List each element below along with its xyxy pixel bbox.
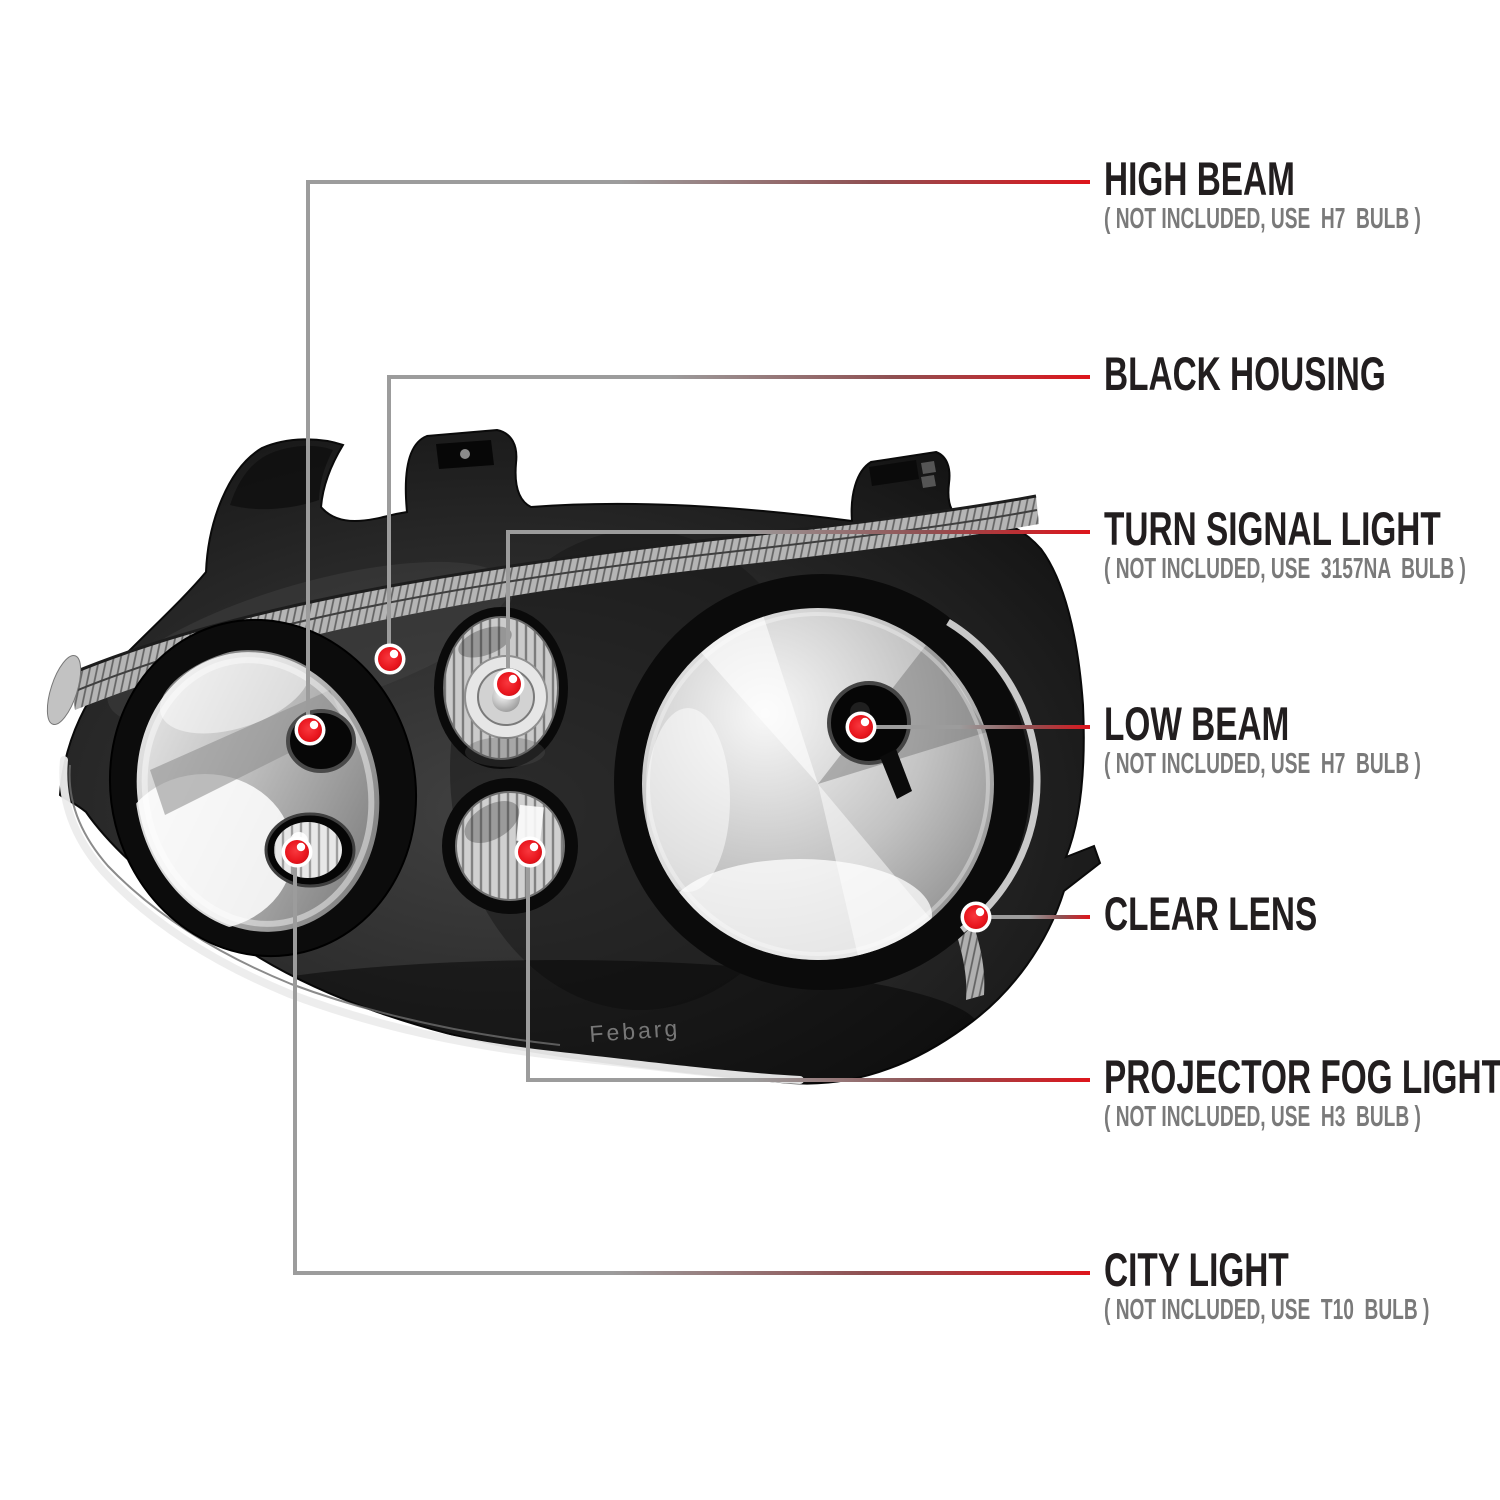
callout-label-high-beam: HIGH BEAM: [1104, 152, 1295, 205]
leader-line-fog-vertical: [526, 864, 530, 1082]
callout-label-low-beam: LOW BEAM: [1104, 697, 1290, 750]
low-beam-lens: [614, 574, 1041, 990]
callout-dot-city: [281, 836, 313, 868]
callout-note-low-beam: ( NOT INCLUDED, USE H7 BULB ): [1104, 748, 1421, 780]
mounting-bracket-left: [230, 445, 333, 510]
callout-note-city-light: ( NOT INCLUDED, USE T10 BULB ): [1104, 1294, 1430, 1326]
callout-black-housing: BLACK HOUSING: [1104, 350, 1500, 397]
leader-line-high-beam: [306, 180, 1090, 184]
leader-line-clear-lens: [988, 915, 1090, 919]
callout-projector-fog: PROJECTOR FOG LIGHT ( NOT INCLUDED, USE …: [1104, 1053, 1500, 1132]
leader-line-black-housing-vertical: [387, 377, 391, 645]
callout-note-turn-signal: ( NOT INCLUDED, USE 3157NA BULB ): [1104, 553, 1466, 585]
leader-line-turn-signal: [506, 530, 1090, 534]
leader-line-city: [293, 1271, 1090, 1275]
callout-label-black-housing: BLACK HOUSING: [1104, 347, 1386, 400]
callout-turn-signal: TURN SIGNAL LIGHT ( NOT INCLUDED, USE 31…: [1104, 505, 1500, 584]
callout-dot-high-beam: [294, 714, 326, 746]
callout-dots: [281, 643, 992, 933]
callout-city-light: CITY LIGHT ( NOT INCLUDED, USE T10 BULB …: [1104, 1246, 1500, 1325]
leader-lines: [293, 180, 1090, 1275]
callout-dot-black-housing: [374, 643, 406, 675]
callout-note-high-beam: ( NOT INCLUDED, USE H7 BULB ): [1104, 203, 1421, 235]
leader-line-black-housing: [387, 375, 1090, 379]
callout-high-beam: HIGH BEAM ( NOT INCLUDED, USE H7 BULB ): [1104, 155, 1500, 234]
leader-line-high-beam-vertical: [306, 182, 310, 716]
watermark-text: Febarg: [589, 1015, 681, 1047]
callout-note-projector-fog: ( NOT INCLUDED, USE H3 BULB ): [1104, 1101, 1421, 1133]
callout-dot-fog: [514, 836, 546, 868]
leader-line-turn-signal-vertical: [506, 532, 510, 670]
callout-label-turn-signal: TURN SIGNAL LIGHT: [1104, 502, 1441, 555]
callout-dot-clear-lens: [960, 901, 992, 933]
leader-line-low-beam: [872, 725, 1090, 729]
leader-line-fog: [526, 1078, 1090, 1082]
leader-line-city-vertical: [293, 864, 297, 1275]
fog-light-lens: [442, 778, 578, 914]
callout-dot-turn-signal: [493, 668, 525, 700]
callout-clear-lens: CLEAR LENS: [1104, 890, 1404, 937]
callout-label-city-light: CITY LIGHT: [1104, 1243, 1289, 1296]
mounting-bracket-right: [869, 460, 936, 488]
mounting-bracket-middle: [436, 440, 494, 469]
callout-label-clear-lens: CLEAR LENS: [1104, 887, 1318, 940]
callout-low-beam: LOW BEAM ( NOT INCLUDED, USE H7 BULB ): [1104, 700, 1500, 779]
callout-dot-low-beam: [845, 711, 877, 743]
callout-label-projector-fog: PROJECTOR FOG LIGHT: [1104, 1050, 1500, 1103]
